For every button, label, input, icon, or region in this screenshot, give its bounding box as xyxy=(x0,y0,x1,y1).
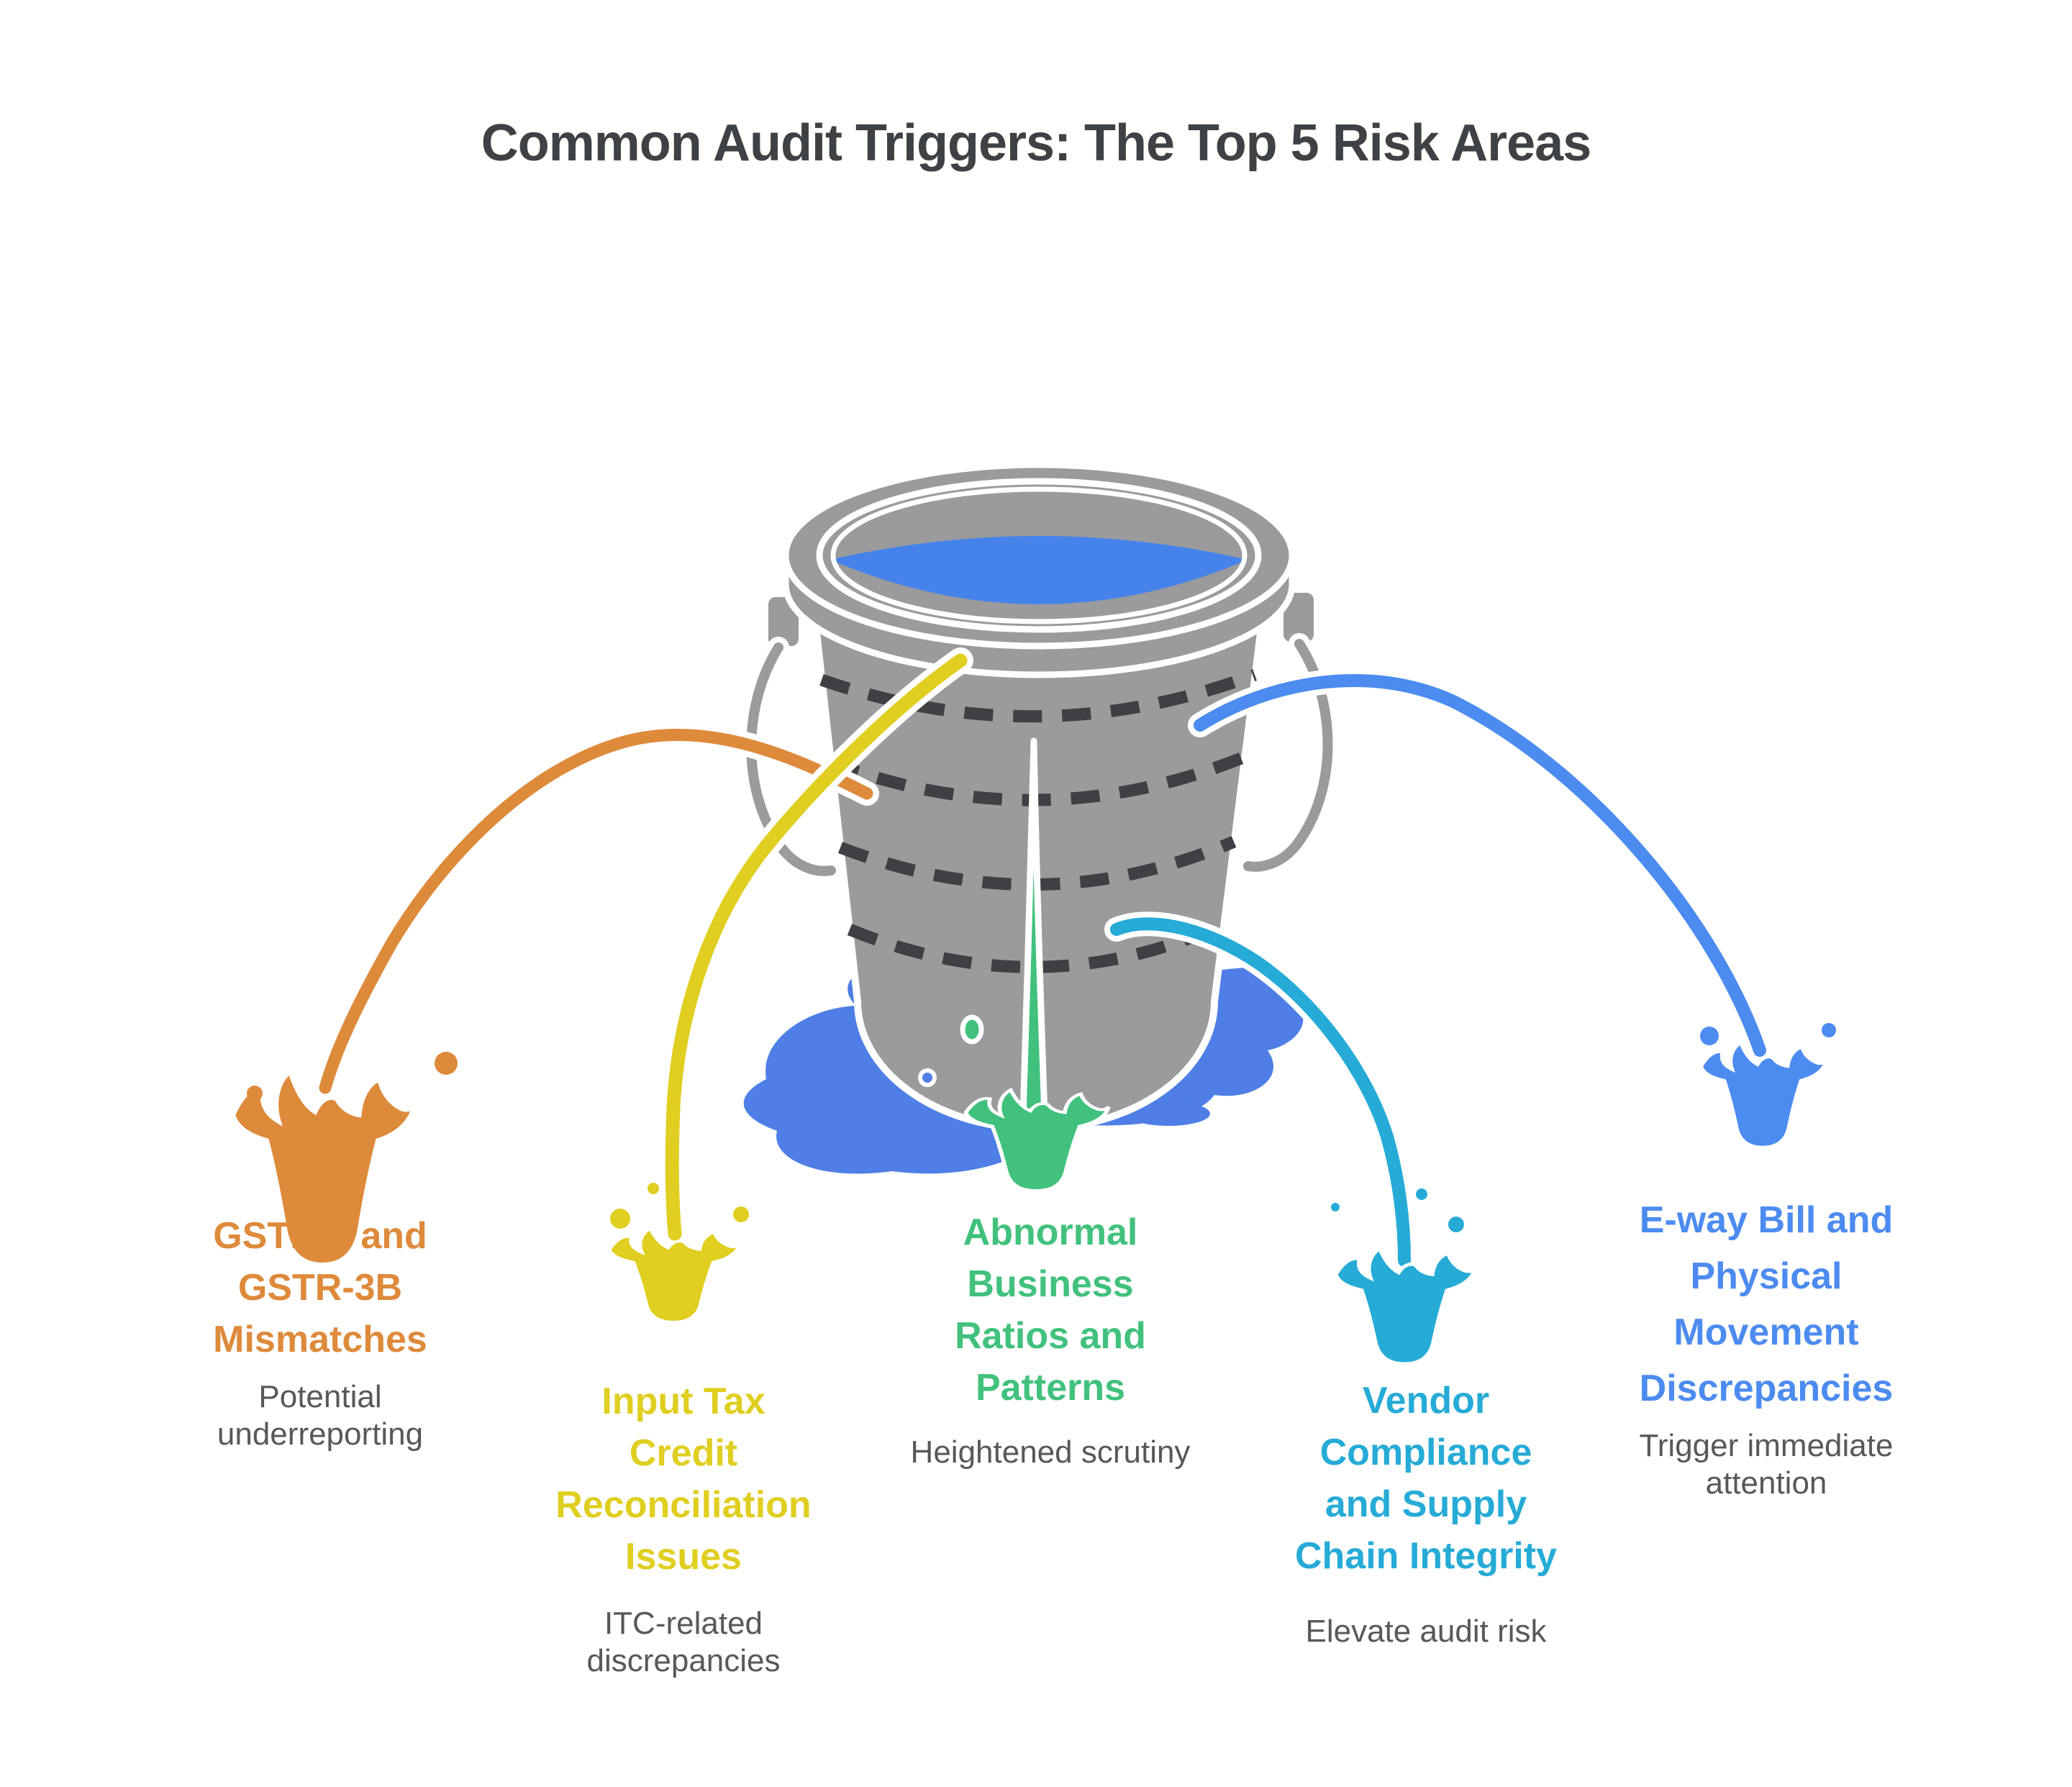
trigger-subtitle-line: Heightened scrutiny xyxy=(910,1434,1191,1470)
splash-droplet xyxy=(1822,1023,1836,1037)
page-title: Common Audit Triggers: The Top 5 Risk Ar… xyxy=(481,114,1592,172)
splash-droplet xyxy=(1700,1027,1719,1045)
splash-droplet xyxy=(733,1206,749,1222)
trigger-subtitle-itc-reconciliation: ITC-related discrepancies xyxy=(468,1605,899,1680)
trigger-title-line: Reconciliation xyxy=(555,1484,812,1526)
trigger-title: Vendor Compliance and Supply Chain Integ… xyxy=(1210,1375,1642,1582)
hoop-dash-1 xyxy=(819,669,1257,723)
trigger-title-line: Credit xyxy=(629,1432,738,1474)
trigger-title-line: Patterns xyxy=(975,1367,1126,1409)
bucket-handle-left-wire xyxy=(746,642,836,876)
trigger-label-vendor-compliance: Vendor Compliance and Supply Chain Integ… xyxy=(1210,1375,1642,1582)
bucket xyxy=(740,461,1339,1132)
splash-droplet xyxy=(247,1086,263,1101)
trigger-title: Abnormal Business Ratios and Patterns xyxy=(835,1206,1266,1414)
trigger-subtitle-line: discrepancies xyxy=(586,1643,781,1678)
trigger-title-line: Issues xyxy=(625,1536,742,1578)
bucket-rim-inner-lip xyxy=(816,478,1262,633)
splash-vendor-compliance xyxy=(1331,1188,1475,1364)
splash-droplet xyxy=(648,1183,659,1194)
stream-arc xyxy=(665,653,968,1241)
splash-itc-reconciliation xyxy=(609,1183,749,1322)
trigger-title-line: Movement xyxy=(1673,1311,1859,1353)
trigger-title-line: Physical xyxy=(1690,1255,1842,1297)
hoop-dash-4 xyxy=(847,919,1226,973)
trigger-title-line: GSTR-3B xyxy=(237,1267,403,1309)
trigger-title: Input Tax Credit Reconciliation Issues xyxy=(468,1376,899,1583)
stream-arc xyxy=(319,728,873,1094)
puddle-satellite-drop xyxy=(1127,1101,1210,1126)
trigger-subtitle-vendor-compliance: Elevate audit risk xyxy=(1210,1613,1642,1650)
trigger-subtitle-line: underreporting xyxy=(217,1417,424,1452)
stream-gstr-mismatch xyxy=(313,722,879,1100)
trigger-subtitle-eway-bill: Trigger immediate attention xyxy=(1550,1427,1982,1502)
splash-crown xyxy=(609,1229,740,1322)
splash-droplet xyxy=(610,1209,630,1229)
trigger-title-line: Vendor xyxy=(1362,1380,1490,1422)
puddle-dot xyxy=(918,1068,937,1087)
splash-droplet xyxy=(435,1052,458,1075)
trigger-subtitle-line: attention xyxy=(1705,1465,1827,1501)
bucket-rim-inner-edge xyxy=(830,486,1248,624)
splash-crown xyxy=(1336,1249,1475,1364)
trigger-subtitle-line: Elevate audit risk xyxy=(1305,1614,1547,1649)
trigger-subtitle-gstr-mismatch: Potential underreporting xyxy=(104,1378,536,1453)
trigger-title-line: GSTR-1 and xyxy=(213,1215,427,1257)
trigger-title: E-way Bill and Physical Movement Discrep… xyxy=(1550,1192,1982,1417)
splash-droplet xyxy=(1448,1217,1464,1232)
stream-vendor-compliance xyxy=(1104,911,1417,1273)
trigger-label-itc-reconciliation: Input Tax Credit Reconciliation Issues xyxy=(468,1376,899,1583)
trigger-title-line: Chain Integrity xyxy=(1294,1535,1558,1577)
leak-hole-dot xyxy=(960,1014,984,1045)
trigger-title-line: Mismatches xyxy=(213,1319,427,1360)
splash-crown xyxy=(1701,1043,1827,1147)
splash-gstr-mismatch xyxy=(233,1052,458,1265)
trigger-label-gstr-mismatch: GSTR-1 and GSTR-3B Mismatches xyxy=(104,1210,536,1365)
trigger-title-line: Compliance xyxy=(1319,1432,1532,1473)
trigger-label-abnormal-ratios: Abnormal Business Ratios and Patterns xyxy=(835,1206,1266,1414)
splash-droplet xyxy=(1331,1203,1340,1211)
trigger-title-line: Business xyxy=(967,1263,1134,1305)
trigger-title-line: and Supply xyxy=(1324,1483,1527,1525)
trigger-subtitle-line: Trigger immediate xyxy=(1639,1428,1894,1463)
trigger-subtitle-line: ITC-related xyxy=(604,1606,763,1641)
trigger-subtitle-line: Potential xyxy=(258,1379,382,1414)
trigger-title: GSTR-1 and GSTR-3B Mismatches xyxy=(104,1210,536,1365)
stream-arc xyxy=(1110,917,1411,1267)
trigger-title-line: Abnormal xyxy=(963,1211,1138,1253)
trigger-subtitle-abnormal-ratios: Heightened scrutiny xyxy=(835,1434,1266,1471)
trigger-title-line: Ratios and xyxy=(955,1315,1146,1357)
stream-eway-bill xyxy=(1188,668,1772,1063)
trigger-label-eway-bill: E-way Bill and Physical Movement Discrep… xyxy=(1550,1192,1982,1417)
stream-itc-reconciliation xyxy=(659,647,973,1247)
splash-eway-bill xyxy=(1700,1023,1836,1147)
trigger-title-line: Input Tax xyxy=(601,1381,765,1422)
splash-droplet xyxy=(1416,1188,1427,1200)
trigger-title-line: E-way Bill and xyxy=(1639,1199,1894,1241)
water-surface xyxy=(830,536,1248,604)
hoop-dash-2 xyxy=(829,751,1248,806)
stream-arc xyxy=(1194,674,1766,1057)
trigger-title-line: Discrepancies xyxy=(1639,1368,1894,1409)
